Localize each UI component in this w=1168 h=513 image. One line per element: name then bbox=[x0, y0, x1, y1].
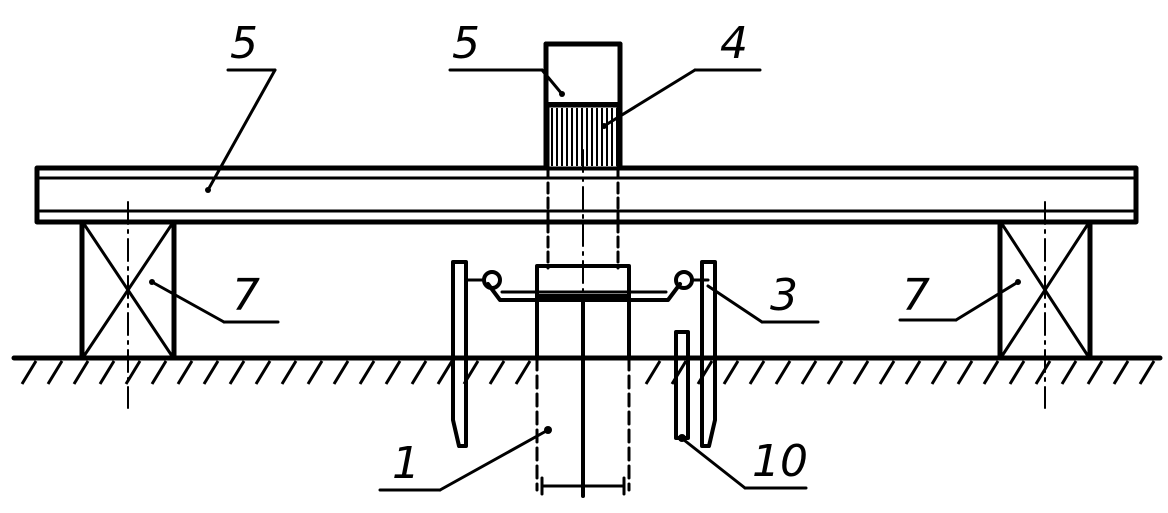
label-support-left: 7 bbox=[232, 270, 260, 321]
hatch-line bbox=[384, 360, 402, 385]
hatch-line bbox=[332, 360, 350, 385]
hatch-line bbox=[280, 360, 298, 385]
arm-pivot-right bbox=[674, 270, 694, 290]
hatch-line bbox=[956, 360, 974, 385]
clamp-collar bbox=[535, 264, 631, 298]
leader-arm bbox=[706, 284, 764, 324]
leader-beam bbox=[206, 68, 277, 192]
label-support-right: 7 bbox=[902, 270, 930, 321]
hatch-line bbox=[852, 360, 870, 385]
leader-support-left-dot bbox=[149, 279, 155, 285]
label-gear: 4 bbox=[720, 18, 748, 69]
hatch-line bbox=[1060, 360, 1078, 385]
leader-gear bbox=[602, 68, 697, 128]
label-beam: 5 bbox=[230, 18, 258, 69]
support-left bbox=[79, 201, 177, 409]
hatch-line bbox=[930, 360, 948, 385]
support-right bbox=[997, 201, 1093, 409]
leader-support-right-dot bbox=[1015, 279, 1021, 285]
hatch-line bbox=[228, 360, 246, 385]
hatch-line bbox=[1086, 360, 1104, 385]
hatch-line bbox=[774, 360, 792, 385]
beam-outline bbox=[34, 165, 1139, 225]
label-column: 5 bbox=[452, 18, 480, 69]
leader-gear-dot bbox=[601, 123, 607, 129]
knife-left bbox=[451, 260, 468, 448]
hatch-line bbox=[254, 360, 272, 385]
leader-pile-dot bbox=[544, 426, 552, 434]
hatch-line bbox=[878, 360, 896, 385]
beam bbox=[34, 165, 1139, 225]
hatch-line bbox=[826, 360, 844, 385]
leader-beam-dot bbox=[205, 187, 211, 193]
label-rod: 10 bbox=[752, 436, 808, 487]
leader-column-dot bbox=[559, 91, 565, 97]
leader-rod bbox=[682, 438, 747, 490]
hatch-line bbox=[748, 360, 766, 385]
hatch-line bbox=[722, 360, 740, 385]
hatch-line bbox=[176, 360, 194, 385]
arm-pivot-left bbox=[482, 270, 502, 290]
gear-block bbox=[546, 104, 620, 170]
hatch-line bbox=[1112, 360, 1130, 385]
arms bbox=[451, 260, 717, 448]
hatch-line bbox=[98, 360, 116, 385]
hatch-line bbox=[644, 360, 662, 385]
hatch-line bbox=[72, 360, 90, 385]
ground-hatching bbox=[20, 360, 1156, 385]
hatch-line bbox=[20, 360, 38, 385]
rod bbox=[674, 330, 690, 440]
leader-column bbox=[540, 68, 564, 96]
hatch-line bbox=[306, 360, 324, 385]
knife-right bbox=[700, 260, 717, 448]
hatch-line bbox=[1034, 360, 1052, 385]
label-pile: 1 bbox=[392, 438, 420, 489]
hatch-line bbox=[904, 360, 922, 385]
arm-crossbar bbox=[486, 282, 682, 302]
hatch-line bbox=[800, 360, 818, 385]
leader-support-right bbox=[954, 280, 1020, 322]
leaders bbox=[149, 68, 1021, 492]
leader-pile bbox=[438, 428, 550, 492]
leader-support-left bbox=[150, 280, 226, 324]
hatch-line bbox=[1138, 360, 1156, 385]
hatch-line bbox=[46, 360, 64, 385]
hatch-line bbox=[514, 360, 532, 385]
hatch-line bbox=[202, 360, 220, 385]
labels: 5 5 4 7 7 3 1 10 bbox=[230, 18, 930, 489]
column bbox=[535, 41, 631, 498]
hatch-line bbox=[436, 360, 454, 385]
label-arm: 3 bbox=[770, 270, 798, 321]
hatch-line bbox=[488, 360, 506, 385]
hatch-line bbox=[982, 360, 1000, 385]
hatch-line bbox=[410, 360, 428, 385]
ground bbox=[11, 355, 1163, 385]
hatch-line bbox=[150, 360, 168, 385]
hatch-line bbox=[358, 360, 376, 385]
hatch-line bbox=[1008, 360, 1026, 385]
